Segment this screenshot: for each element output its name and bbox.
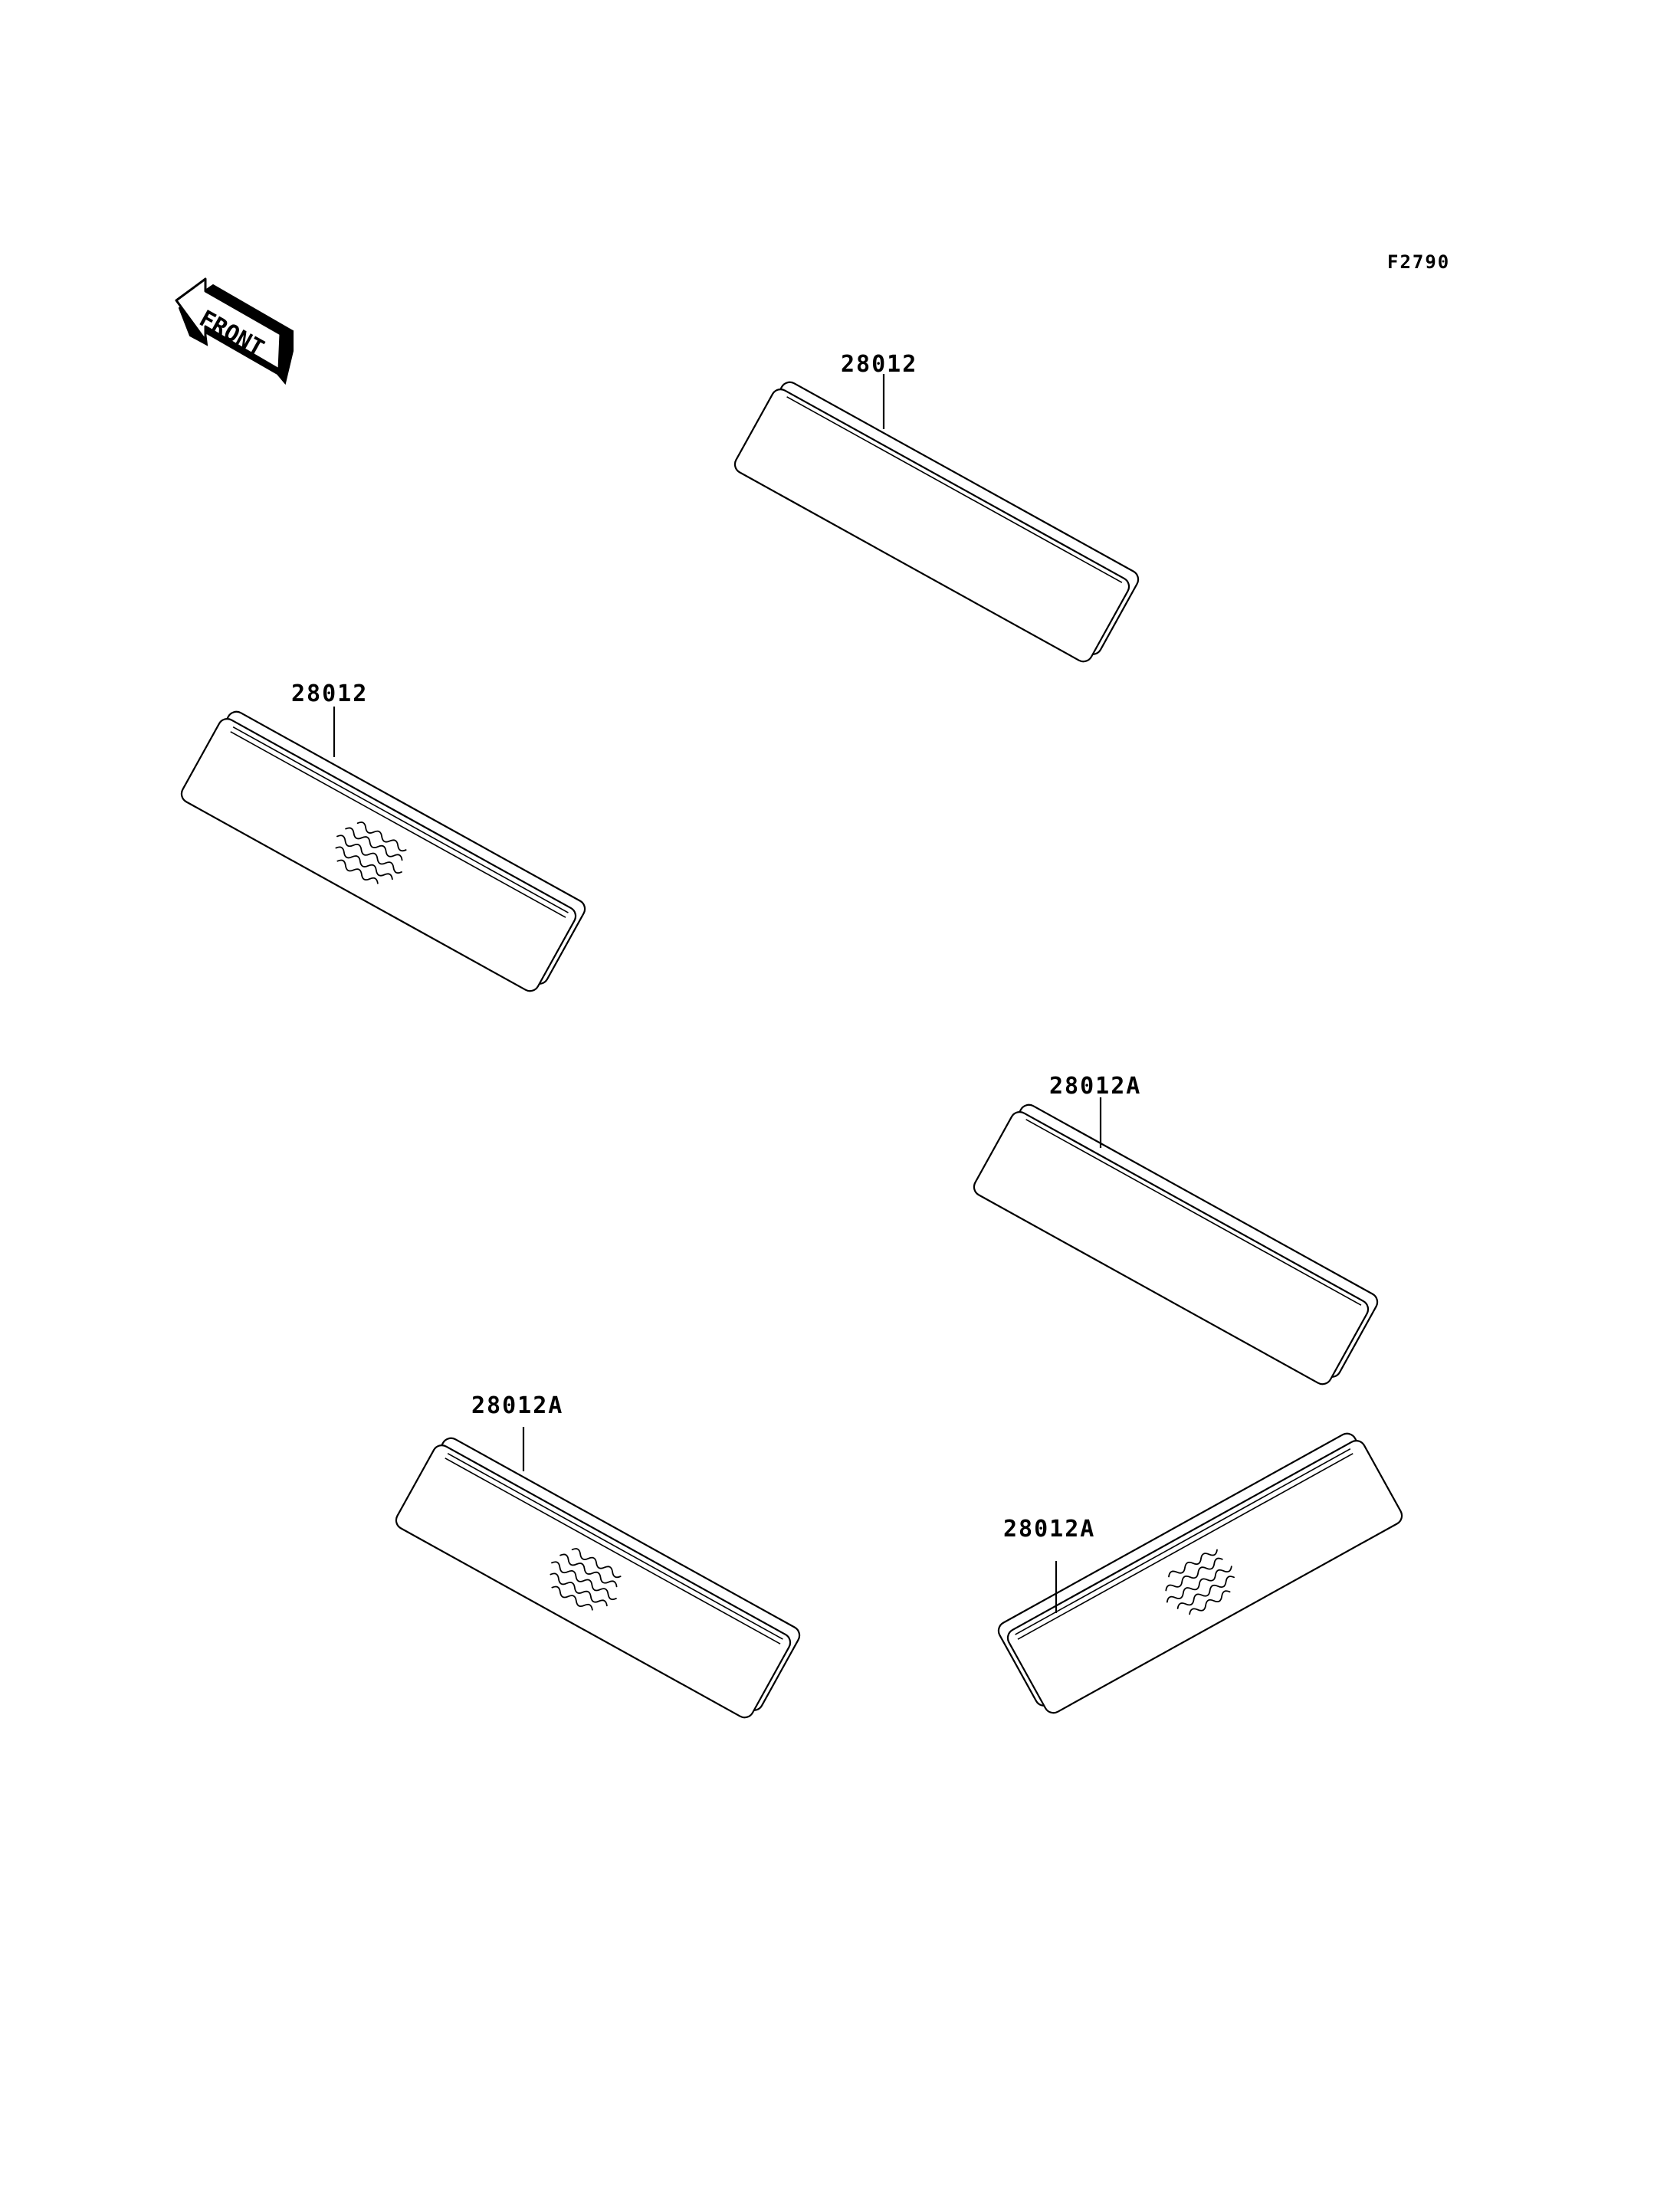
figure-id: F2790 [1387,251,1450,273]
part-label: 28012A [1049,1073,1141,1100]
reflector-part: 28012A [395,1392,801,1719]
reflector-texture-icon [335,821,407,884]
part-label: 28012 [291,680,368,707]
reflector-part: 28012A [997,1432,1403,1714]
reflector-part: 28012A [973,1073,1379,1385]
reflector-part: 28012 [180,680,586,992]
part-label: 28012A [471,1392,563,1419]
front-arrow-icon: FRONT [175,277,294,385]
reflector-texture-icon [1165,1549,1235,1615]
reflector-part: 28012 [733,351,1140,663]
part-label: 28012A [1003,1516,1095,1543]
reflector-texture-icon [550,1548,622,1611]
part-label: 28012 [841,351,917,378]
